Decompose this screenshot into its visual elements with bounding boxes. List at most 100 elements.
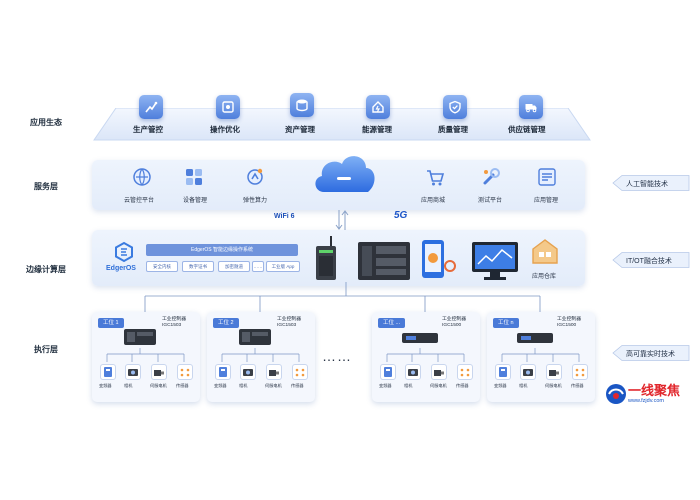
device-caption: 变频器 [99,383,112,388]
operation-optimize-icon [216,95,240,119]
edgeros-title-bar: EdgerOS 智能边缘操作系统 [146,244,298,256]
chip-industrial-app: 工业版 App [266,261,300,272]
app-warehouse-caption: 应用仓库 [532,274,557,280]
test-platform-icon [483,168,500,185]
right-tag-ai: 人工智能技术 [612,175,692,191]
watermark-logo-icon [606,384,626,404]
right-tag-realtime: 高可靠实时技术 [612,345,692,361]
device-connector-lines [221,348,300,362]
controller-type: 工业控制器 [442,317,466,322]
chip-secure-kernel: 安全内核 [146,261,178,272]
device-caption: 相机 [239,383,248,388]
sensor-icon [177,364,193,380]
eco-caption-6: 供应链管理 [508,125,546,134]
device-caption: 变频器 [214,383,227,388]
servo-motor-icon [431,364,447,380]
app-warehouse-icon [532,239,558,264]
servo-motor-icon [546,364,562,380]
eco-caption-5: 质量管理 [438,125,468,134]
workstation-tag: 工位 n [493,318,519,328]
device-caption: 变频器 [494,383,507,388]
eco-caption-4: 能源管理 [362,125,392,134]
device-connector-lines [106,348,185,362]
cloud-icon [315,156,375,192]
app-management-icon [538,168,556,186]
inverter-icon [495,364,511,380]
service-caption-cloud: 云管控平台 [124,198,155,204]
eco-caption-1: 生产管控 [133,125,163,134]
controller-model: IGC1503 [162,323,182,328]
monitor-icon [472,242,518,280]
device-caption: 传感器 [176,383,189,388]
fiveg-label: 5G [394,210,408,221]
inverter-icon [215,364,231,380]
device-caption: 伺服电机 [545,383,562,388]
device-caption: 相机 [124,383,133,388]
inverter-icon [380,364,396,380]
edge-server-icon [358,242,410,280]
updown-arrows-icon [335,210,349,230]
sensor-icon [292,364,308,380]
app-store-cart-icon [427,170,445,186]
service-caption-device: 设备管理 [183,198,208,204]
device-caption: 相机 [519,383,528,388]
chip-digital-cert: 数字证书 [182,261,214,272]
camera-icon [240,364,256,380]
controller-model: IGC1503 [277,323,297,328]
right-tag-itot: IT/OT融合技术 [612,252,692,268]
device-connector-lines [386,348,465,362]
device-caption: 伺服电机 [430,383,447,388]
device-caption: 伺服电机 [265,383,282,388]
device-caption: 传感器 [571,383,584,388]
watermark-url: www.fzjdv.com [628,398,664,404]
controller-icon [239,329,271,345]
watermark-brand: 一线聚焦 [628,383,681,398]
device-caption: 传感器 [291,383,304,388]
service-caption-compute: 弹性算力 [243,198,268,204]
elastic-compute-icon [247,168,263,185]
production-control-icon [139,95,163,119]
controller-icon [517,333,553,343]
sensor-icon [457,364,473,380]
device-caption: 相机 [404,383,413,388]
layer-label-ecosystem: 应用生态 [30,118,62,127]
camera-icon [520,364,536,380]
service-caption-store: 应用商城 [421,198,446,204]
workstation-tag: 工位 1 [98,318,124,328]
eco-caption-3: 资产管理 [285,125,315,134]
controller-type: 工业控制器 [162,317,186,322]
right-tag-ai-label: 人工智能技术 [626,181,668,188]
edgeros-logo-icon [115,241,133,263]
layer-label-execution: 执行层 [34,345,58,354]
device-caption: 传感器 [456,383,469,388]
edgeros-logo-text: EdgerOS [106,265,136,272]
device-connector-lines [501,348,580,362]
inverter-icon [100,364,116,380]
sensor-icon [572,364,588,380]
edge-gateway-icon [316,236,336,280]
service-caption-test: 测试平台 [478,198,503,204]
service-caption-appmgmt: 应用管理 [534,198,559,204]
cloud-control-icon [133,168,151,186]
connector-lines [144,282,541,312]
chip-ellipsis: …… [252,261,264,272]
workstation-ellipsis: …… [322,348,352,364]
controller-type: 工业控制器 [277,317,301,322]
layer-label-service: 服务层 [34,182,58,191]
mobile-device-icon [422,240,456,278]
workstation-tag: 工位 ... [378,318,406,328]
servo-motor-icon [266,364,282,380]
camera-icon [405,364,421,380]
right-tag-realtime-label: 高可靠实时技术 [626,351,675,358]
asset-management-icon [290,93,314,117]
controller-type: 工业控制器 [557,317,581,322]
chip-encrypted-tunnel: 加密隧道 [218,261,250,272]
right-tag-itot-label: IT/OT融合技术 [626,258,672,265]
workstation-tag: 工位 2 [213,318,239,328]
